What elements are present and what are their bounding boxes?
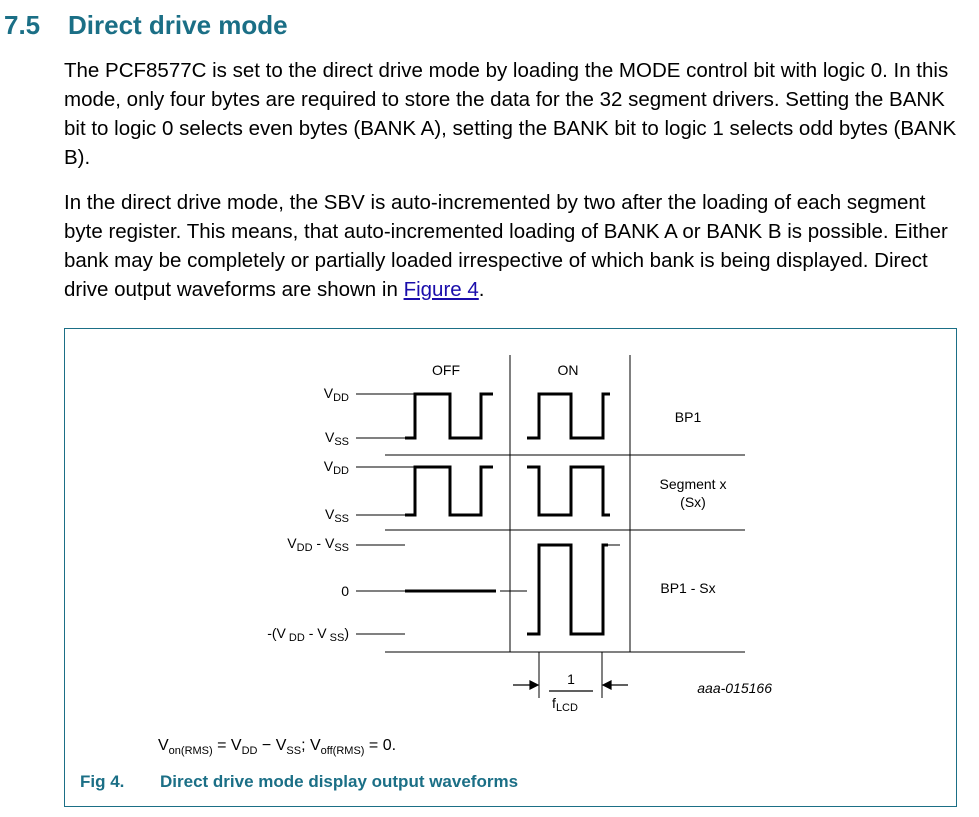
row-bp1-label: BP1 [675,409,702,425]
col-off-label: OFF [432,362,460,378]
paragraph-2-text: In the direct drive mode, the SBV is aut… [64,191,948,301]
level-vdd-minus-vss: VDD - VSS [287,535,349,554]
diff-wave-on [527,543,608,636]
figure-note: Von(RMS) = VDD − VSS; Voff(RMS) = 0. [158,737,397,758]
row-segment-label-1: Segment x [660,476,727,492]
paragraph-2: In the direct drive mode, the SBV is aut… [64,188,964,304]
level-vdd-2: VDD [324,458,349,477]
level-negative: -(V DD - V SS) [267,625,349,644]
col-on-label: ON [558,362,579,378]
section-number: 7.5 [4,10,41,40]
figure-4-link[interactable]: Figure 4 [403,278,479,301]
section-heading: 7.5 Direct drive mode [0,10,288,41]
figure-id: aaa-015166 [697,680,772,696]
period-denominator: fLCD [552,695,578,714]
figure-frame [64,328,957,807]
figure-caption: Fig 4. Direct drive mode display output w… [80,772,518,792]
row-segment-label-2: (Sx) [680,494,706,510]
row-diff-label: BP1 - Sx [660,580,715,596]
figure-caption-title: Direct drive mode display output wavefor… [160,772,519,791]
period-numerator: 1 [567,671,575,687]
bp1-wave-on [527,392,610,440]
paragraph-2-end: . [478,278,485,301]
level-vss-1: VSS [325,429,349,448]
segment-wave-off [405,465,493,517]
segment-wave-on [527,465,610,517]
bp1-wave-off [405,392,493,440]
section-title: Direct drive mode [68,10,288,40]
level-vdd-1: VDD [324,385,349,404]
figure-caption-number: Fig 4. [80,772,125,791]
level-zero: 0 [341,583,349,599]
level-vss-2: VSS [325,506,349,525]
paragraph-1: The PCF8577C is set to the direct drive … [64,59,957,169]
